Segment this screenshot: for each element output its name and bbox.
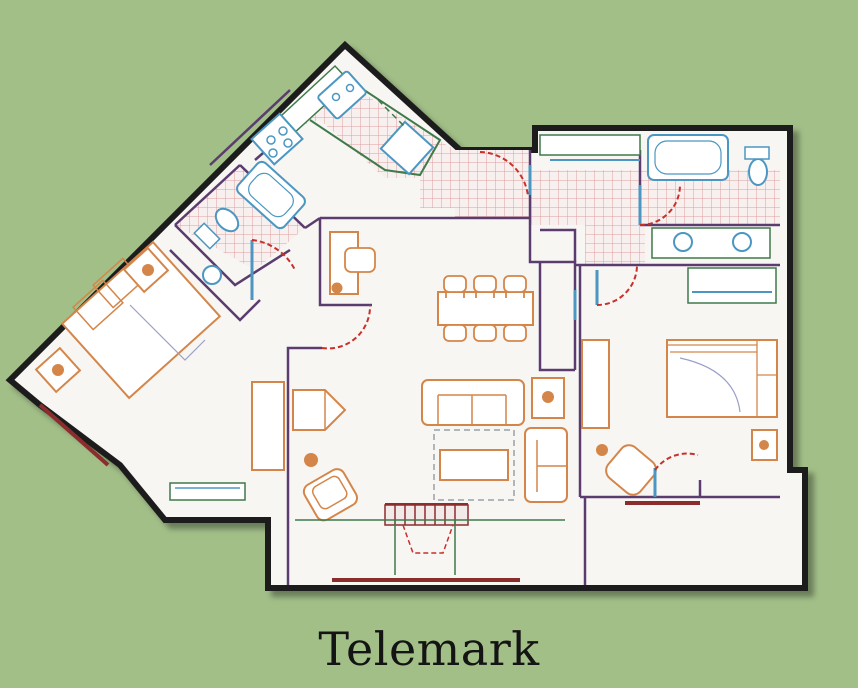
rug — [433, 429, 515, 501]
dresser-right — [581, 339, 610, 429]
bed-right — [666, 339, 778, 418]
bathtub-left — [236, 160, 306, 230]
armchair-right — [605, 444, 657, 496]
tiled-floors — [175, 82, 780, 270]
stove — [250, 112, 304, 166]
bed-left — [60, 240, 222, 400]
vanity — [651, 227, 771, 259]
loveseat — [524, 427, 568, 503]
dining-area — [329, 231, 534, 342]
desk-chair — [344, 247, 376, 273]
toilet-right — [748, 158, 768, 186]
bathtub-right — [647, 134, 729, 181]
toilet-left — [214, 207, 240, 233]
bathroom-left — [193, 160, 306, 300]
dining-table — [437, 291, 534, 326]
bedroom-left — [34, 240, 285, 501]
sink-left — [202, 265, 222, 285]
bedroom-right — [321, 265, 778, 497]
coffee-table — [439, 449, 509, 481]
plan-title: Telemark — [318, 622, 540, 676]
kitchen — [250, 64, 442, 177]
side-table — [292, 389, 347, 431]
dresser-left — [251, 381, 285, 471]
living-area — [292, 377, 568, 575]
armchair — [302, 468, 358, 522]
refrigerator — [379, 120, 435, 176]
bathroom-right — [479, 134, 771, 259]
kitchen-sink — [317, 70, 367, 120]
sofa — [421, 379, 525, 426]
